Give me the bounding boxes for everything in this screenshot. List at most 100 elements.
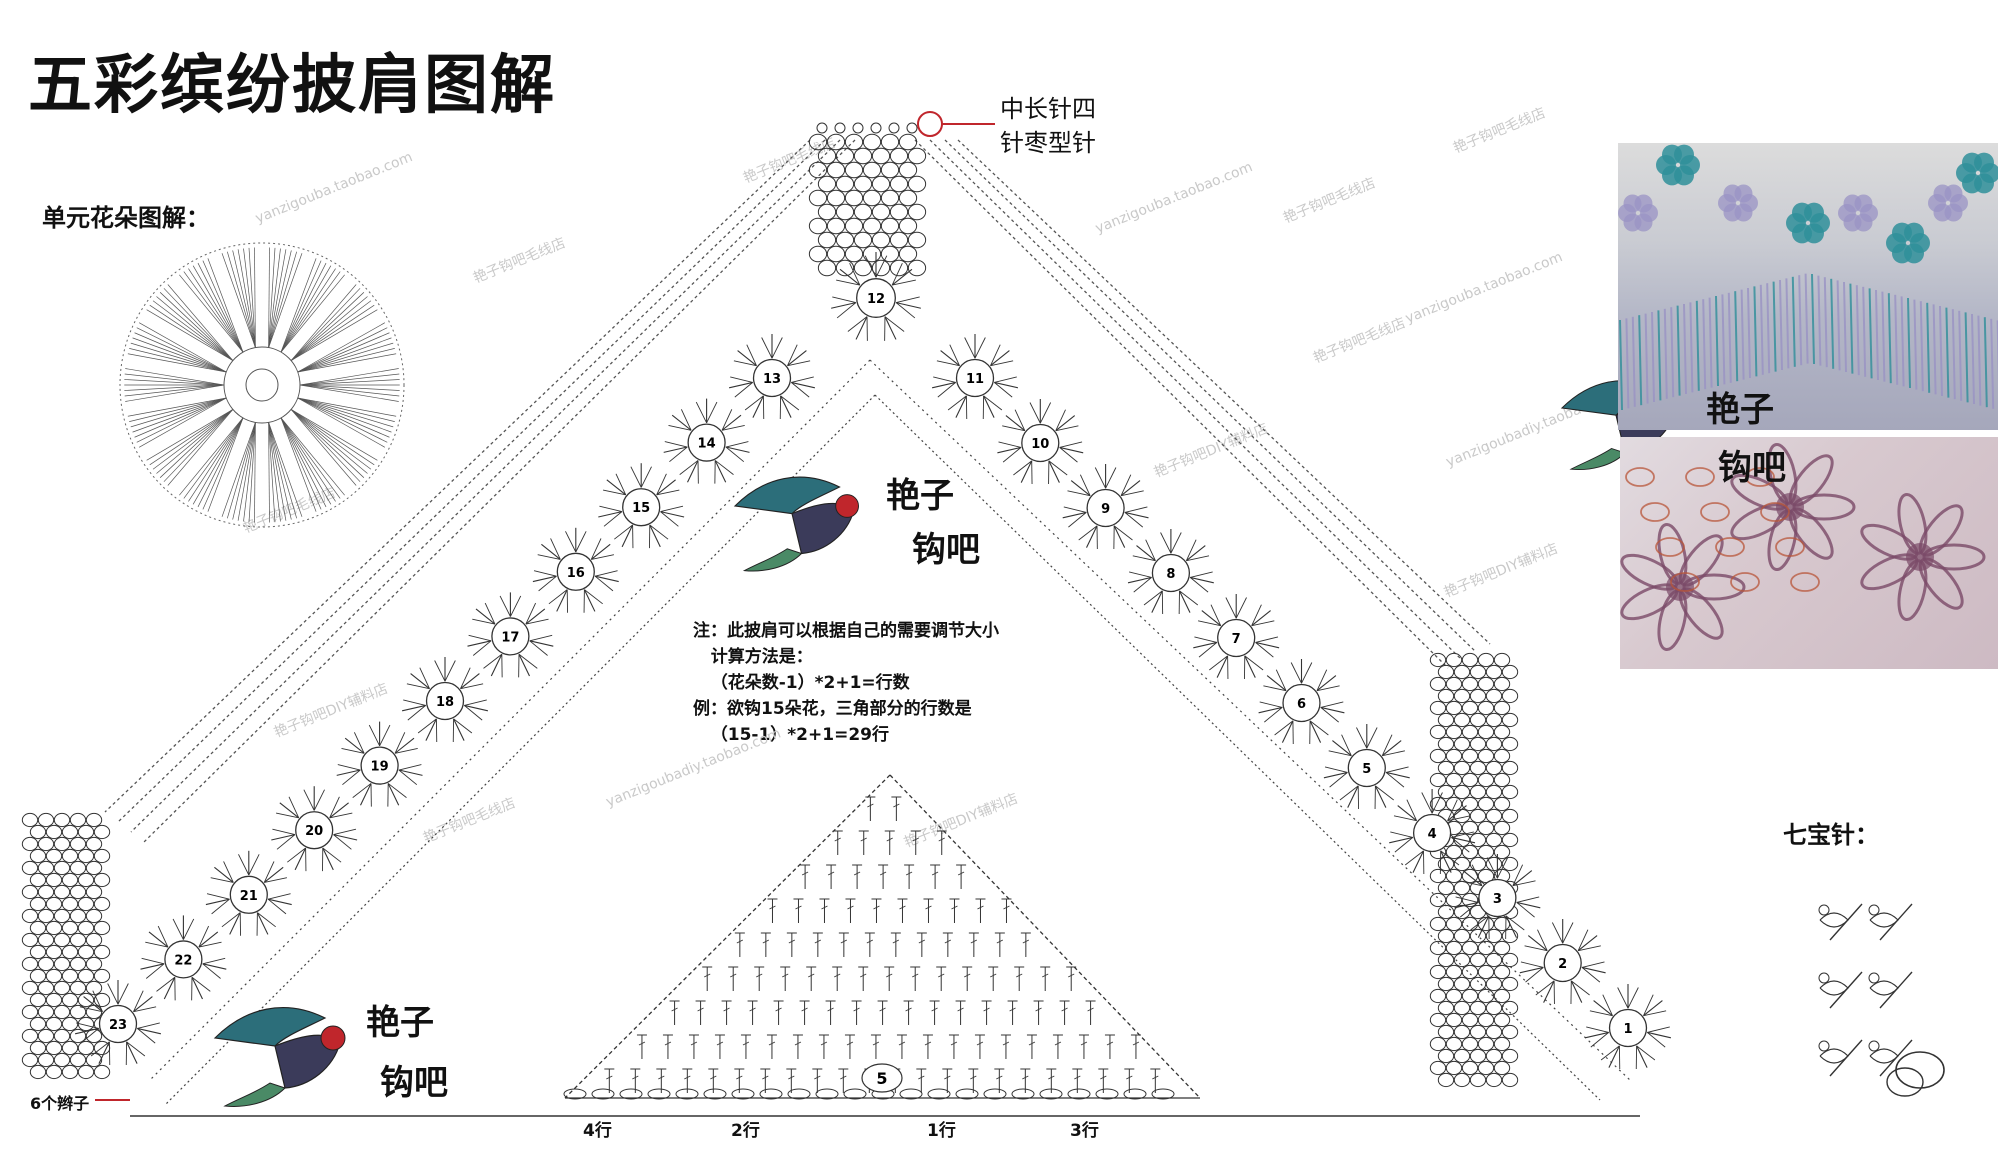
- unit-petal-stroke: [152, 300, 234, 361]
- unit-petal-stroke: [232, 422, 256, 520]
- photo-fringe: [1619, 319, 1623, 411]
- mesh-loop: [93, 920, 111, 936]
- unit-petal-stroke: [268, 250, 292, 348]
- flower-petal: [1505, 915, 1525, 931]
- mesh-loop: [1437, 952, 1455, 968]
- stitch-callout-line-2: 针枣型针: [1000, 129, 1096, 157]
- mesh-loop: [93, 848, 111, 864]
- mesh-loop: [1501, 664, 1519, 680]
- unit-petal-stroke: [268, 251, 298, 348]
- brand-line-1: 艳子: [1706, 390, 1774, 430]
- flower-petal: [341, 747, 365, 754]
- flower-petal: [1374, 785, 1387, 808]
- unit-petal-stroke: [268, 248, 281, 348]
- mesh-loop: [1453, 760, 1471, 776]
- flower-petal: [1062, 511, 1087, 519]
- flower-petal: [744, 395, 764, 411]
- photo-flower: [1674, 144, 1694, 165]
- flower-petal: [198, 925, 210, 948]
- mesh-loop: [85, 860, 103, 876]
- flower-petal: [680, 409, 692, 431]
- mesh-loop: [1453, 688, 1471, 704]
- mesh-loop: [45, 896, 63, 912]
- mesh-loop: [29, 824, 47, 840]
- photo-fringe: [1670, 307, 1675, 398]
- flower-petal: [791, 382, 810, 398]
- flower-petal: [1584, 1031, 1609, 1039]
- mesh-loop: [817, 259, 837, 277]
- flower-petal: [133, 996, 153, 1013]
- flower-petal: [76, 1022, 99, 1029]
- step-marker: [1818, 1040, 1830, 1052]
- flower-petal: [182, 918, 195, 940]
- flower-petal: [387, 783, 400, 806]
- flower-petal: [663, 446, 688, 453]
- flower-petal: [1127, 576, 1152, 584]
- mesh-loop: [1437, 1024, 1455, 1040]
- stitch-mark: [782, 973, 789, 978]
- unit-petal-stroke: [207, 417, 244, 512]
- flower-petal: [74, 1027, 99, 1035]
- mesh-loop: [1477, 940, 1495, 956]
- unit-petal-stroke: [138, 397, 227, 448]
- flower-petal: [1341, 734, 1352, 756]
- row-label: 3行: [1070, 1121, 1099, 1141]
- flower-petal: [107, 983, 119, 1005]
- stitch-mark: [990, 973, 997, 978]
- note-line: 例：欲钩15朵花，三角部分的行数是: [693, 699, 972, 719]
- mesh-loop: [1485, 832, 1503, 848]
- mesh-loop: [1453, 856, 1471, 872]
- chain-loop: [983, 1088, 1007, 1100]
- yarn-loop: [1869, 912, 1899, 928]
- flower-petal: [1078, 525, 1098, 541]
- flower-petal: [891, 262, 903, 286]
- stitch-mark: [1009, 1007, 1016, 1012]
- flower-petal: [1454, 901, 1479, 909]
- flower-center: [955, 358, 995, 398]
- mesh-loop: [29, 920, 47, 936]
- stitch-mark: [1028, 1041, 1036, 1046]
- mesh-loop: [1485, 1048, 1503, 1064]
- mesh-loop: [1445, 1036, 1463, 1052]
- unit-petal-stroke: [280, 260, 322, 353]
- unit-petal-stroke: [127, 353, 227, 373]
- stitch-mark: [899, 905, 906, 910]
- guide-line: [869, 359, 1631, 1081]
- photo-fringe: [1689, 302, 1694, 393]
- stitch-mark: [736, 1075, 743, 1080]
- flower-center: [1412, 813, 1452, 853]
- stitch-mark: [1022, 1075, 1029, 1080]
- mesh-loop: [85, 956, 103, 972]
- stitch-mark: [1061, 1007, 1068, 1012]
- flower-petal: [1201, 610, 1222, 627]
- flower-petal: [229, 912, 241, 935]
- flower-petal: [1124, 511, 1149, 519]
- unit-petal-stroke: [299, 373, 400, 386]
- stitch-mark: [710, 1075, 717, 1080]
- mesh-loop: [889, 175, 909, 193]
- mesh-loop: [871, 147, 891, 165]
- flower-petal: [994, 376, 1017, 383]
- flower-petal: [1190, 576, 1214, 584]
- yarn-loop: [1869, 980, 1899, 996]
- mesh-loop: [21, 884, 39, 900]
- swallow-tail: [742, 548, 803, 572]
- guide-line: [143, 139, 856, 843]
- mesh-loop: [29, 1016, 47, 1032]
- flower-petal: [590, 538, 602, 560]
- stitch-mark: [1087, 1007, 1094, 1012]
- unit-petal-stroke: [268, 422, 270, 523]
- flower-center: [1478, 878, 1517, 918]
- mesh-loop: [1485, 736, 1503, 752]
- photo-fringe: [1990, 318, 1995, 409]
- flower-petal: [733, 360, 757, 367]
- mesh-loop: [1493, 820, 1511, 836]
- mesh-loop: [1469, 808, 1487, 824]
- flower-petal: [484, 602, 496, 625]
- flower-petal: [156, 976, 176, 992]
- unit-petal-stroke: [149, 409, 234, 466]
- stitch-mark: [879, 871, 887, 876]
- flower-petal: [1281, 720, 1294, 743]
- flower-petal: [1316, 669, 1328, 691]
